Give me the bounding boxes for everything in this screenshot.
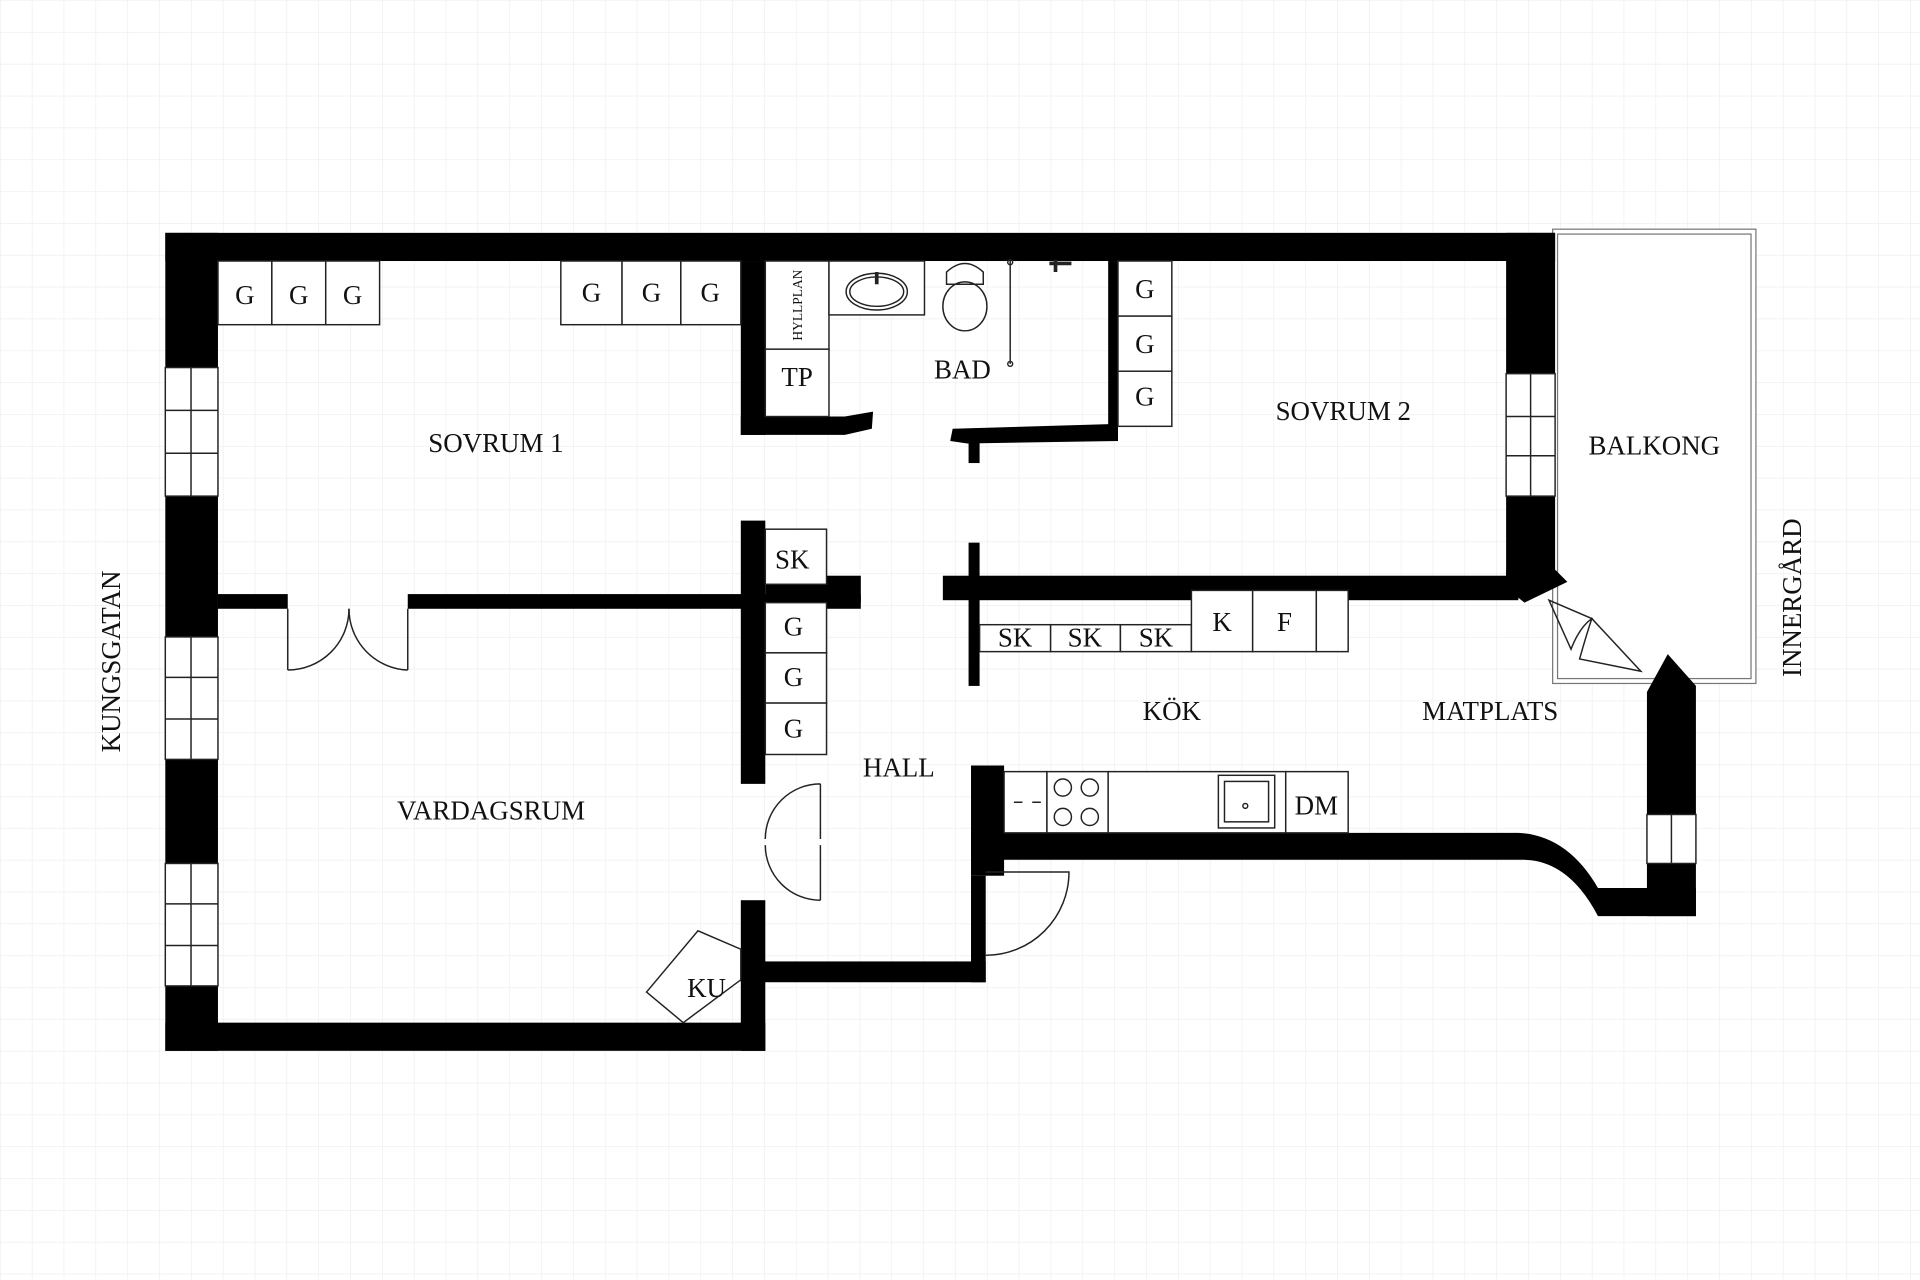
- room-label-hall: HALL: [863, 753, 935, 783]
- fixture-dm: DM: [1295, 790, 1338, 820]
- wardrobe-g: G: [582, 277, 601, 307]
- shower-icon: [1007, 259, 1072, 368]
- closet-sk: SK: [1068, 623, 1103, 653]
- room-label-matplats: MATPLATS: [1422, 696, 1558, 726]
- wardrobe-g: G: [784, 713, 803, 743]
- fixture-f: F: [1277, 607, 1292, 637]
- street-label-innergard: INNERGÅRD: [1777, 518, 1807, 677]
- wardrobe-g: G: [784, 612, 803, 642]
- windows: [164, 366, 1697, 987]
- fixture-k: K: [1212, 607, 1232, 637]
- room-label-bad: BAD: [934, 355, 991, 385]
- room-label-sovrum-2: SOVRUM 2: [1276, 396, 1411, 426]
- room-label-sovrum-1: SOVRUM 1: [428, 428, 563, 458]
- fixture-tp: TP: [781, 362, 812, 392]
- wardrobe-g: G: [235, 280, 254, 310]
- closet-sk: SK: [775, 544, 810, 574]
- stove-icon: [1013, 778, 1100, 827]
- room-label-kok: KÖK: [1143, 696, 1202, 726]
- kitchen-sink-icon: [1217, 774, 1276, 829]
- fixture-ku: KU: [687, 973, 726, 1003]
- closet-sk: SK: [1139, 623, 1174, 653]
- toilet-icon: [942, 262, 988, 332]
- closet-sk: SK: [998, 623, 1033, 653]
- doors: [287, 598, 1643, 957]
- wardrobe-g: G: [1135, 329, 1154, 359]
- wardrobe-g: G: [700, 277, 719, 307]
- room-label-balkong: BALKONG: [1588, 430, 1720, 460]
- fixture-hyllplan: HYLLPLAN: [790, 269, 805, 340]
- wardrobe-g: G: [1135, 274, 1154, 304]
- sink-icon: [845, 272, 909, 311]
- wardrobe-g: G: [343, 280, 362, 310]
- street-label-kungsgatan: KUNGSGATAN: [96, 571, 126, 753]
- balcony-outline: [1552, 228, 1757, 685]
- wardrobe-g: G: [1135, 382, 1154, 412]
- wardrobe-labels: G G G G G G G G G G G G SK SK SK SK TP K…: [235, 274, 1338, 1003]
- wardrobes: [217, 260, 1349, 1024]
- room-label-vardagsrum: VARDAGSRUM: [397, 795, 585, 825]
- wardrobe-g: G: [642, 277, 661, 307]
- wardrobe-g: G: [289, 280, 308, 310]
- wardrobe-g: G: [784, 662, 803, 692]
